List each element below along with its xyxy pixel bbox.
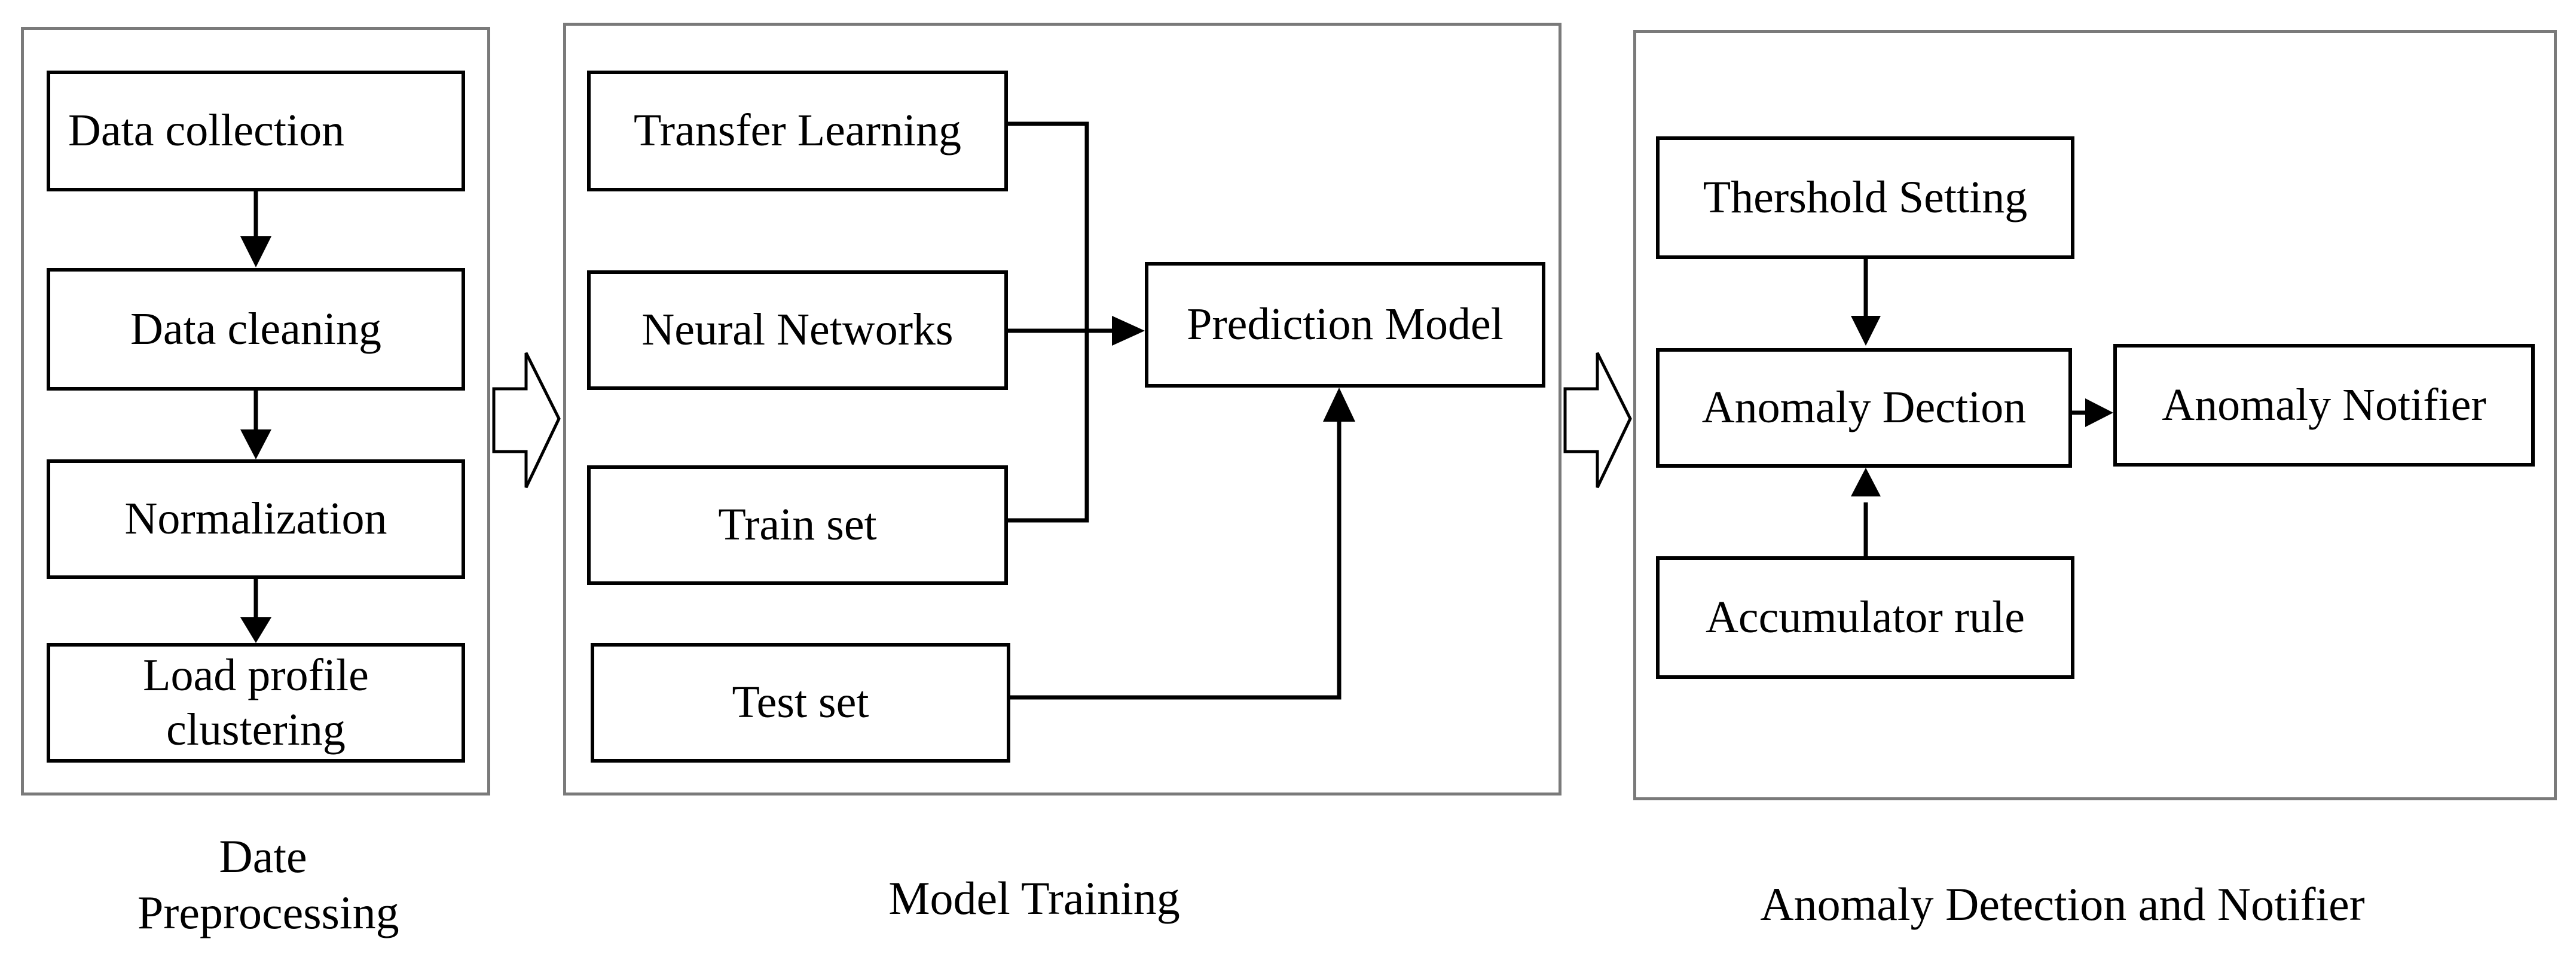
preprocessing-caption-line1: Date	[219, 830, 307, 882]
test-set-box: Test set	[591, 643, 1010, 763]
anomaly-detection-label: Anomaly Dection	[1701, 382, 2027, 433]
transfer-learning-label: Transfer Learning	[633, 105, 962, 156]
load-profile-clustering-box: Load profile clustering	[47, 643, 465, 763]
normalization-box: Normalization	[47, 459, 465, 579]
load-profile-label-line1: Load profile	[143, 650, 369, 700]
accumulator-rule-box: Accumulator rule	[1656, 556, 2074, 679]
test-set-label: Test set	[732, 677, 869, 728]
transfer-learning-box: Transfer Learning	[587, 71, 1008, 191]
stage-arrow-2	[1563, 352, 1632, 489]
data-cleaning-box: Data cleaning	[47, 268, 465, 391]
stage-arrow-1	[492, 352, 561, 489]
threshold-setting-label: Thershold Setting	[1703, 172, 2028, 223]
threshold-setting-box: Thershold Setting	[1656, 136, 2074, 259]
anomaly-detection-box: Anomaly Dection	[1656, 348, 2072, 468]
prediction-model-label: Prediction Model	[1187, 299, 1504, 350]
train-set-box: Train set	[587, 465, 1008, 585]
anomaly-notifier-label: Anomaly Notifier	[2162, 379, 2486, 430]
train-set-label: Train set	[718, 499, 877, 550]
anomaly-detection-caption-text: Anomaly Detection and Notifier	[1760, 878, 2365, 930]
neural-networks-box: Neural Networks	[587, 270, 1008, 390]
normalization-label: Normalization	[124, 493, 387, 544]
anomaly-notifier-box: Anomaly Notifier	[2113, 344, 2535, 467]
data-collection-label: Data collection	[68, 105, 345, 156]
model-training-caption: Model Training	[825, 870, 1243, 926]
data-cleaning-label: Data cleaning	[130, 303, 381, 354]
data-collection-box: Data collection	[47, 71, 465, 191]
preprocessing-caption-line2: Preprocessing	[137, 886, 399, 938]
preprocessing-caption: Date Preprocessing	[137, 828, 399, 940]
prediction-model-box: Prediction Model	[1145, 262, 1545, 388]
accumulator-rule-label: Accumulator rule	[1706, 592, 2025, 642]
model-training-caption-text: Model Training	[888, 872, 1180, 924]
load-profile-label-line2: clustering	[166, 705, 346, 755]
anomaly-detection-caption: Anomaly Detection and Notifier	[1674, 876, 2451, 932]
neural-networks-label: Neural Networks	[641, 304, 954, 355]
